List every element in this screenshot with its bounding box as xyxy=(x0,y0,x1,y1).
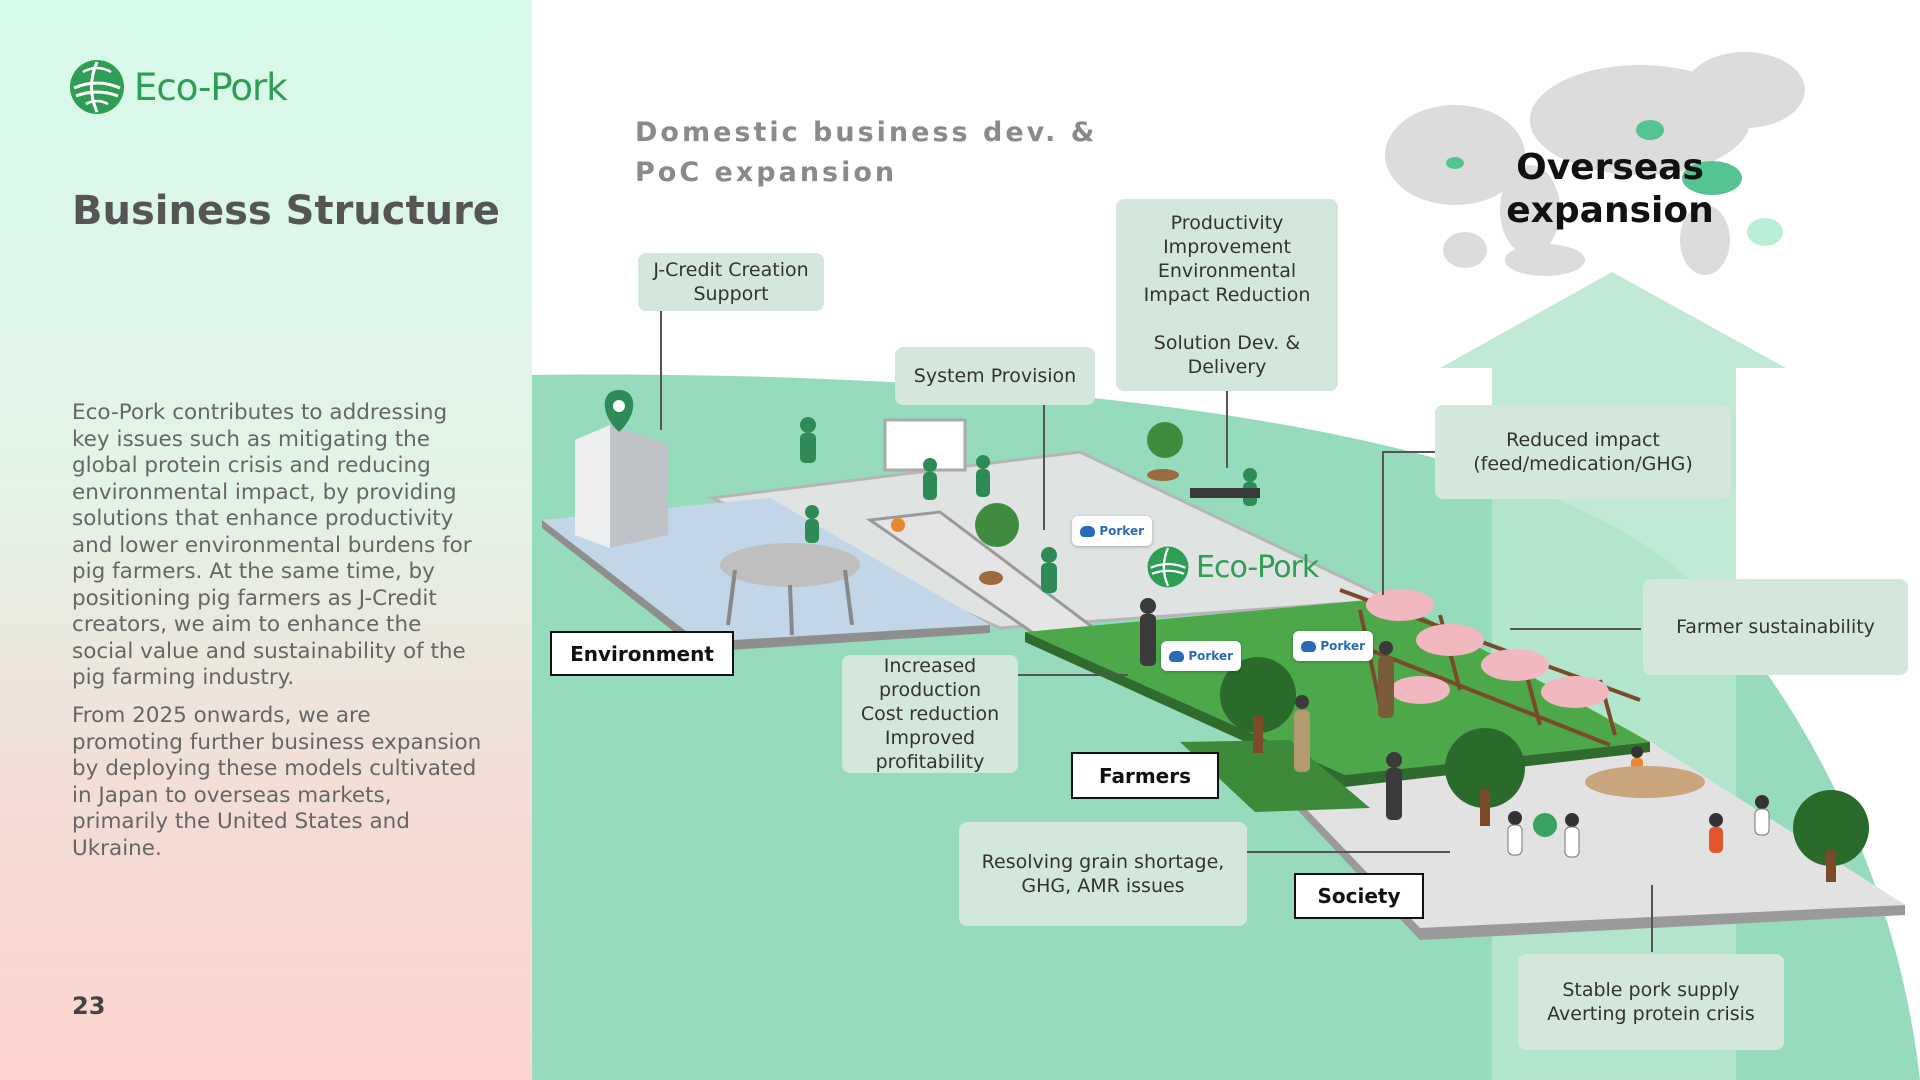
overseas-heading-line-1: Overseas xyxy=(1516,147,1704,188)
pig-icon xyxy=(1169,650,1185,662)
callout-line: Cost reduction xyxy=(860,703,1000,725)
page-number: 23 xyxy=(72,992,106,1020)
callout-line: (feed/medication/GHG) xyxy=(1473,453,1693,475)
brazil-highlight xyxy=(1747,218,1783,246)
dining-table xyxy=(1585,766,1705,798)
callout-line: Support xyxy=(693,283,769,305)
business-structure-diagram: Domestic business dev. & PoC expansion O… xyxy=(532,0,1920,1080)
callout-line: Averting protein crisis xyxy=(1547,1003,1755,1025)
domestic-heading-line-1: Domestic business dev. & xyxy=(635,117,1098,148)
jcredit-callout: J-Credit Creation Support xyxy=(638,253,824,311)
connector-lines xyxy=(660,310,1653,952)
meeting-table xyxy=(720,543,860,587)
stable-supply-callout: Stable pork supply Averting protein cris… xyxy=(1518,954,1784,1050)
society-label: Society xyxy=(1294,873,1424,919)
page-title: Business Structure xyxy=(72,188,500,234)
description-paragraph-2: From 2025 onwards, we are promoting furt… xyxy=(72,703,482,861)
trees xyxy=(975,422,1869,882)
callout-line: Improved xyxy=(884,727,976,749)
office-worker-orange xyxy=(891,518,905,532)
productivity-callout: Productivity Improvement Environmental I… xyxy=(1116,199,1338,391)
callout-line: Increased xyxy=(883,655,977,677)
callout-line: profitability xyxy=(875,751,985,773)
porker-badge: Porker xyxy=(1072,516,1152,546)
callout-line: Solution Dev. & xyxy=(1153,332,1301,354)
work-desk xyxy=(1190,488,1260,498)
pig-icon xyxy=(1301,640,1317,652)
environment-label: Environment xyxy=(550,631,734,676)
callout-line: Stable pork supply xyxy=(1562,979,1740,1001)
callout-line: J-Credit Creation xyxy=(653,259,809,281)
callout-line: Environmental xyxy=(1157,260,1297,282)
society-platform xyxy=(1288,735,1905,928)
platform-brand-logo: Eco-Pork xyxy=(1146,545,1319,589)
farmer-sustainability-callout: Farmer sustainability xyxy=(1643,579,1908,675)
domestic-heading: Domestic business dev. & PoC expansion xyxy=(635,113,1097,193)
description-paragraph-1: Eco-Pork contributes to addressing key i… xyxy=(72,400,472,690)
callout-line: Resolving grain shortage, xyxy=(981,851,1225,873)
alaska-highlight xyxy=(1636,120,1664,140)
callout-line: Farmer sustainability xyxy=(1676,616,1875,638)
porker-label: Porker xyxy=(1099,524,1144,538)
domestic-heading-line-2: PoC expansion xyxy=(635,157,898,188)
world-map xyxy=(1385,52,1805,276)
table-legs xyxy=(726,569,854,636)
overseas-heading-line-2: expansion xyxy=(1506,190,1714,231)
resolving-issues-callout: Resolving grain shortage, GHG, AMR issue… xyxy=(959,822,1247,926)
society-people xyxy=(1507,746,1770,858)
callout-line: System Provision xyxy=(913,365,1077,387)
callout-line: Productivity xyxy=(1170,212,1284,234)
brand-logo: Eco-Pork xyxy=(68,58,288,116)
porker-label: Porker xyxy=(1188,649,1233,663)
callout-line: Improvement xyxy=(1163,236,1291,258)
increased-production-callout: Increased production Cost reduction Impr… xyxy=(842,655,1018,773)
pigs xyxy=(1366,589,1609,708)
porker-badge: Porker xyxy=(1161,641,1241,671)
location-pin-icon xyxy=(604,390,634,432)
pig-icon xyxy=(1080,525,1096,537)
globe-icon xyxy=(1533,813,1557,837)
system-provision-callout: System Provision xyxy=(895,347,1095,405)
office-building xyxy=(575,425,668,548)
overseas-heading: Overseas expansion xyxy=(1470,146,1750,232)
globe-leaf-icon xyxy=(1147,546,1189,588)
porker-label: Porker xyxy=(1320,639,1365,653)
farm-platform-lower xyxy=(1180,740,1370,812)
porker-badge: Porker xyxy=(1293,631,1373,661)
platform-brand-name: Eco-Pork xyxy=(1196,549,1319,585)
callout-line: production xyxy=(878,679,982,701)
callout-line: Impact Reduction xyxy=(1143,284,1311,306)
usa-highlight xyxy=(1682,161,1742,195)
brand-name: Eco-Pork xyxy=(134,65,288,109)
farmers-people xyxy=(1140,598,1402,820)
ukraine-highlight xyxy=(1446,157,1464,169)
globe-leaf-icon xyxy=(70,60,124,114)
callout-line: Reduced impact xyxy=(1506,429,1660,451)
callout-line: Delivery xyxy=(1187,356,1267,378)
farmers-label: Farmers xyxy=(1071,752,1219,799)
callout-line: GHG, AMR issues xyxy=(1021,875,1185,897)
left-panel: Eco-Pork Business Structure Eco-Pork con… xyxy=(0,0,532,1080)
reduced-impact-callout: Reduced impact (feed/medication/GHG) xyxy=(1435,405,1731,499)
